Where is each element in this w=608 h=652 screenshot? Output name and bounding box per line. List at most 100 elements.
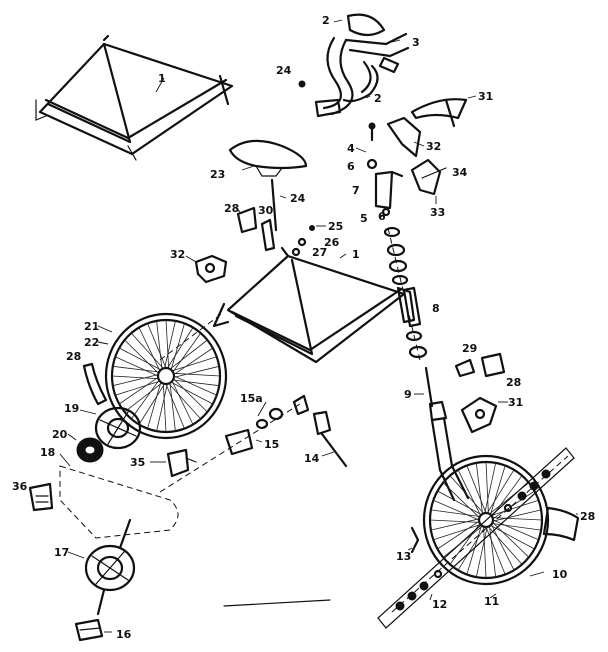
wheel-spoke	[430, 518, 480, 531]
wheel-spoke	[118, 377, 159, 405]
wheel-spoke	[491, 524, 515, 571]
wheel-spoke	[173, 365, 220, 378]
callout-2: 2	[374, 92, 382, 105]
wheel-spoke	[173, 375, 217, 396]
callout-26: 26	[324, 236, 340, 249]
callout-2: 2	[322, 14, 330, 27]
callout-22: 22	[84, 336, 99, 349]
rear-wheel	[104, 312, 228, 440]
callout-27: 27	[312, 246, 327, 259]
wheel-spoke	[168, 383, 201, 420]
wheel-spoke	[115, 356, 159, 377]
front-brake-and-reflector	[454, 352, 508, 434]
wheel-spoke	[173, 347, 214, 375]
wheel-spoke	[437, 490, 482, 515]
wheel-spoke	[485, 461, 489, 514]
wheel-spoke	[486, 469, 515, 514]
rear-reflector-left	[82, 362, 108, 406]
wheel-spoke	[138, 383, 165, 425]
callout-12: 12	[432, 598, 447, 611]
callout-5: 5	[360, 212, 368, 225]
callout-3: 3	[412, 36, 420, 49]
wheel-spoke	[466, 465, 487, 514]
wheel-spoke	[475, 526, 488, 578]
wheel-spoke	[147, 381, 162, 429]
front-reflector-right	[542, 506, 580, 542]
wheel-spoke	[130, 379, 160, 420]
wheel-spoke	[124, 382, 163, 413]
callout-17: 17	[54, 546, 69, 559]
wheel-spoke	[169, 339, 208, 370]
wheel-spoke	[112, 365, 160, 373]
callout-6: 6	[347, 160, 355, 173]
wheel-spoke	[147, 323, 167, 369]
kickstand	[312, 410, 348, 468]
wheel-spoke	[437, 520, 480, 550]
callout-20: 20	[52, 428, 68, 441]
wheel-spoke	[173, 378, 208, 413]
callout-24: 24	[290, 192, 306, 205]
wheel-spoke	[164, 320, 176, 369]
wheel-spoke	[429, 519, 480, 523]
wheel-spoke	[488, 526, 523, 565]
wheel-spoke	[490, 465, 506, 515]
wheel-spoke	[433, 499, 480, 521]
chain	[59, 453, 179, 539]
wheel-spoke	[466, 525, 482, 575]
callout-28: 28	[506, 376, 521, 389]
callout-24: 24	[276, 64, 292, 77]
callout-21: 21	[84, 320, 99, 333]
wheel-spoke	[119, 347, 162, 371]
callout-1: 1	[158, 72, 166, 85]
callout-31: 31	[508, 396, 523, 409]
callout-25: 25	[328, 220, 343, 233]
wheel-spoke	[492, 522, 530, 558]
reflector-bracket-mid	[235, 206, 276, 252]
callout-33: 33	[430, 206, 445, 219]
callout-15: 15	[264, 438, 279, 451]
callout-28: 28	[580, 510, 595, 523]
wheel-spoke	[162, 383, 167, 433]
callout-28: 28	[66, 350, 81, 363]
wheel-spoke	[433, 524, 481, 541]
callout-15a: 15a	[240, 392, 263, 405]
wheel-spoke	[112, 374, 159, 387]
brake-lever-assembly	[386, 95, 477, 204]
callout-11: 11	[484, 595, 499, 608]
wheel-spoke	[171, 380, 194, 425]
front-wheel	[422, 454, 550, 586]
axle-bolt	[407, 526, 545, 599]
front-fork	[414, 366, 470, 502]
wheel-spoke	[484, 462, 497, 514]
callout-14: 14	[304, 452, 320, 465]
callout-34: 34	[452, 166, 468, 179]
wheel-spoke	[483, 526, 487, 579]
wheel-spoke	[475, 462, 483, 514]
callout-1: 1	[352, 248, 360, 261]
callout-8: 8	[432, 302, 440, 315]
wheel-spoke	[138, 327, 161, 372]
wheel-spoke	[449, 475, 484, 514]
callout-16: 16	[116, 628, 132, 641]
callout-4: 4	[347, 142, 355, 155]
callout-32: 32	[170, 248, 185, 261]
baseline-mark	[223, 599, 331, 607]
wheel-spoke	[430, 509, 480, 517]
callout-36: 36	[12, 480, 28, 493]
front-axle-parts-strip	[377, 447, 575, 629]
main-frame	[159, 246, 416, 364]
seat-assembly	[228, 139, 308, 232]
wheel-spoke	[170, 323, 185, 371]
callout-13: 13	[396, 550, 411, 563]
wheel-spoke	[492, 490, 535, 520]
callout-7: 7	[352, 184, 360, 197]
wheel-spoke	[492, 517, 543, 521]
callout-10: 10	[552, 568, 568, 581]
chainring-and-freewheel	[67, 406, 142, 463]
wheel-spoke	[457, 526, 486, 571]
wheel-spoke	[111, 375, 159, 380]
handlebar-assembly	[298, 13, 410, 118]
wheel-spoke	[156, 383, 168, 432]
callout-31: 31	[478, 90, 493, 103]
wheel-spoke	[457, 469, 481, 516]
